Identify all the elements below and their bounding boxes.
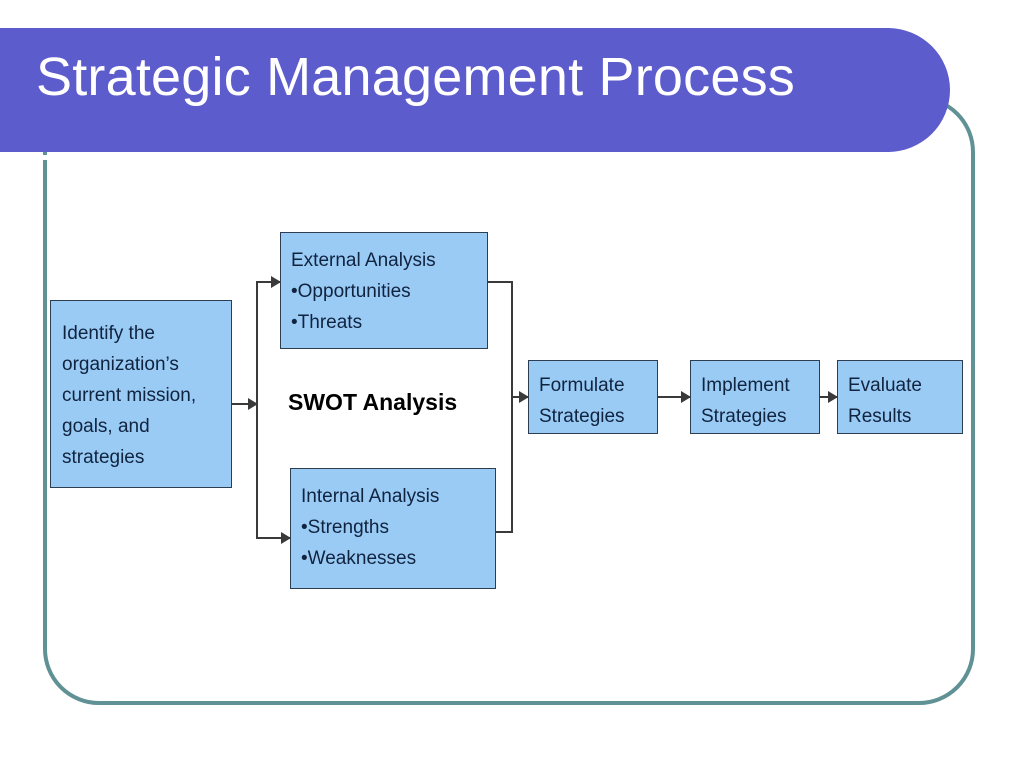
page-title: Strategic Management Process <box>36 47 795 107</box>
swot-analysis-label: SWOT Analysis <box>288 389 458 415</box>
identify-line-5: strategies <box>62 447 145 468</box>
internal-heading: Internal Analysis <box>301 486 440 507</box>
identify-line-4: goals, and <box>62 416 150 437</box>
arrowhead-external <box>271 276 281 288</box>
process-box-evaluate-results[interactable]: Evaluate Results <box>837 360 963 434</box>
arrowhead-internal <box>281 532 291 544</box>
arrowhead-formulate <box>519 391 529 403</box>
process-box-external-analysis[interactable]: External Analysis •Opportunities •Threat… <box>280 232 488 349</box>
process-box-implement-strategies[interactable]: Implement Strategies <box>690 360 820 434</box>
identify-line-3: current mission, <box>62 385 197 406</box>
formulate-line-2: Strategies <box>539 406 625 427</box>
connector-formulate-to-implement <box>658 396 690 398</box>
external-heading: External Analysis <box>291 250 436 271</box>
connector-to-internal <box>256 537 290 539</box>
arrowhead-evaluate <box>828 391 838 403</box>
connector-external-out <box>488 281 513 283</box>
external-bullet-opportunities: •Opportunities <box>291 281 411 302</box>
internal-bullet-weaknesses: •Weaknesses <box>301 548 417 569</box>
connector-to-external <box>256 281 280 283</box>
title-underline-rule <box>0 155 889 160</box>
evaluate-line-1: Evaluate <box>848 375 922 396</box>
connector-split-vertical <box>256 281 258 539</box>
implement-line-2: Strategies <box>701 406 787 427</box>
arrowhead-implement <box>681 391 691 403</box>
formulate-line-1: Formulate <box>539 375 625 396</box>
connector-merge-vertical <box>511 281 513 533</box>
connector-identify-stem <box>232 403 257 405</box>
arrowhead-identify-split <box>248 398 258 410</box>
implement-line-1: Implement <box>701 375 790 396</box>
identify-line-2: organization’s <box>62 354 179 375</box>
process-box-identify[interactable]: Identify the organization’s current miss… <box>50 300 232 488</box>
process-box-formulate-strategies[interactable]: Formulate Strategies <box>528 360 658 434</box>
identify-line-1: Identify the <box>62 323 155 344</box>
process-box-internal-analysis[interactable]: Internal Analysis •Strengths •Weaknesses <box>290 468 496 589</box>
external-bullet-threats: •Threats <box>291 312 363 333</box>
evaluate-line-2: Results <box>848 406 912 427</box>
internal-bullet-strengths: •Strengths <box>301 517 389 538</box>
connector-internal-out <box>496 531 513 533</box>
title-banner <box>0 28 950 160</box>
